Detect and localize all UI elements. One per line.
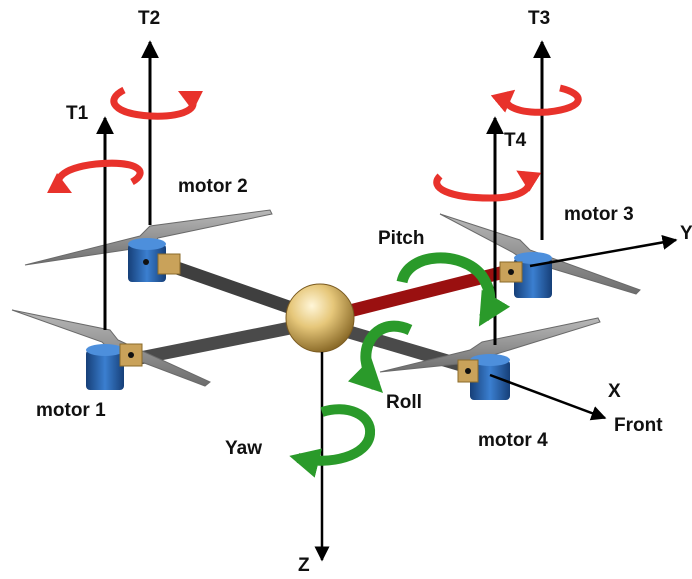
x-axis-arrow [489, 373, 607, 421]
rotation-arrow-icon [348, 320, 413, 394]
spin-arrow-icon [490, 84, 582, 116]
spin-arrow-icon [433, 170, 542, 202]
thrust-label-t3: T3 [528, 8, 551, 29]
rotation-arrow-icon [396, 252, 511, 327]
motor-1-assembly [11, 309, 211, 390]
spin-arrow-icon [46, 159, 144, 194]
roll-label: Roll [386, 392, 422, 413]
spin-arrows [46, 84, 582, 202]
spin-arrow-icon [110, 86, 204, 120]
motor-label-1: motor 1 [36, 400, 106, 421]
y-axis-arrow [529, 234, 678, 268]
motor-label-4: motor 4 [478, 430, 548, 451]
motor-2-assembly [24, 209, 273, 282]
motor-label-3: motor 3 [564, 204, 634, 225]
rotation-arrows [289, 252, 511, 478]
motor-icon [86, 350, 124, 390]
motor-label-2: motor 2 [178, 176, 248, 197]
thrust-label-t4: T4 [504, 130, 527, 151]
motor-4-assembly [379, 317, 601, 400]
y-axis-label: Y [680, 223, 692, 244]
yaw-label: Yaw [225, 438, 262, 459]
thrust-label-t2: T2 [138, 8, 161, 29]
thrust-label-t1: T1 [66, 103, 89, 124]
rotation-arrow-icon [289, 404, 375, 478]
z-axis-label: Z [298, 555, 310, 576]
central-hub [285, 283, 355, 353]
motor-icon [470, 360, 510, 400]
front-label: Front [614, 415, 663, 436]
x-axis-label: X [608, 381, 621, 402]
motor-3-assembly [439, 213, 641, 298]
pitch-label: Pitch [378, 228, 425, 249]
motor-icon [514, 258, 552, 298]
